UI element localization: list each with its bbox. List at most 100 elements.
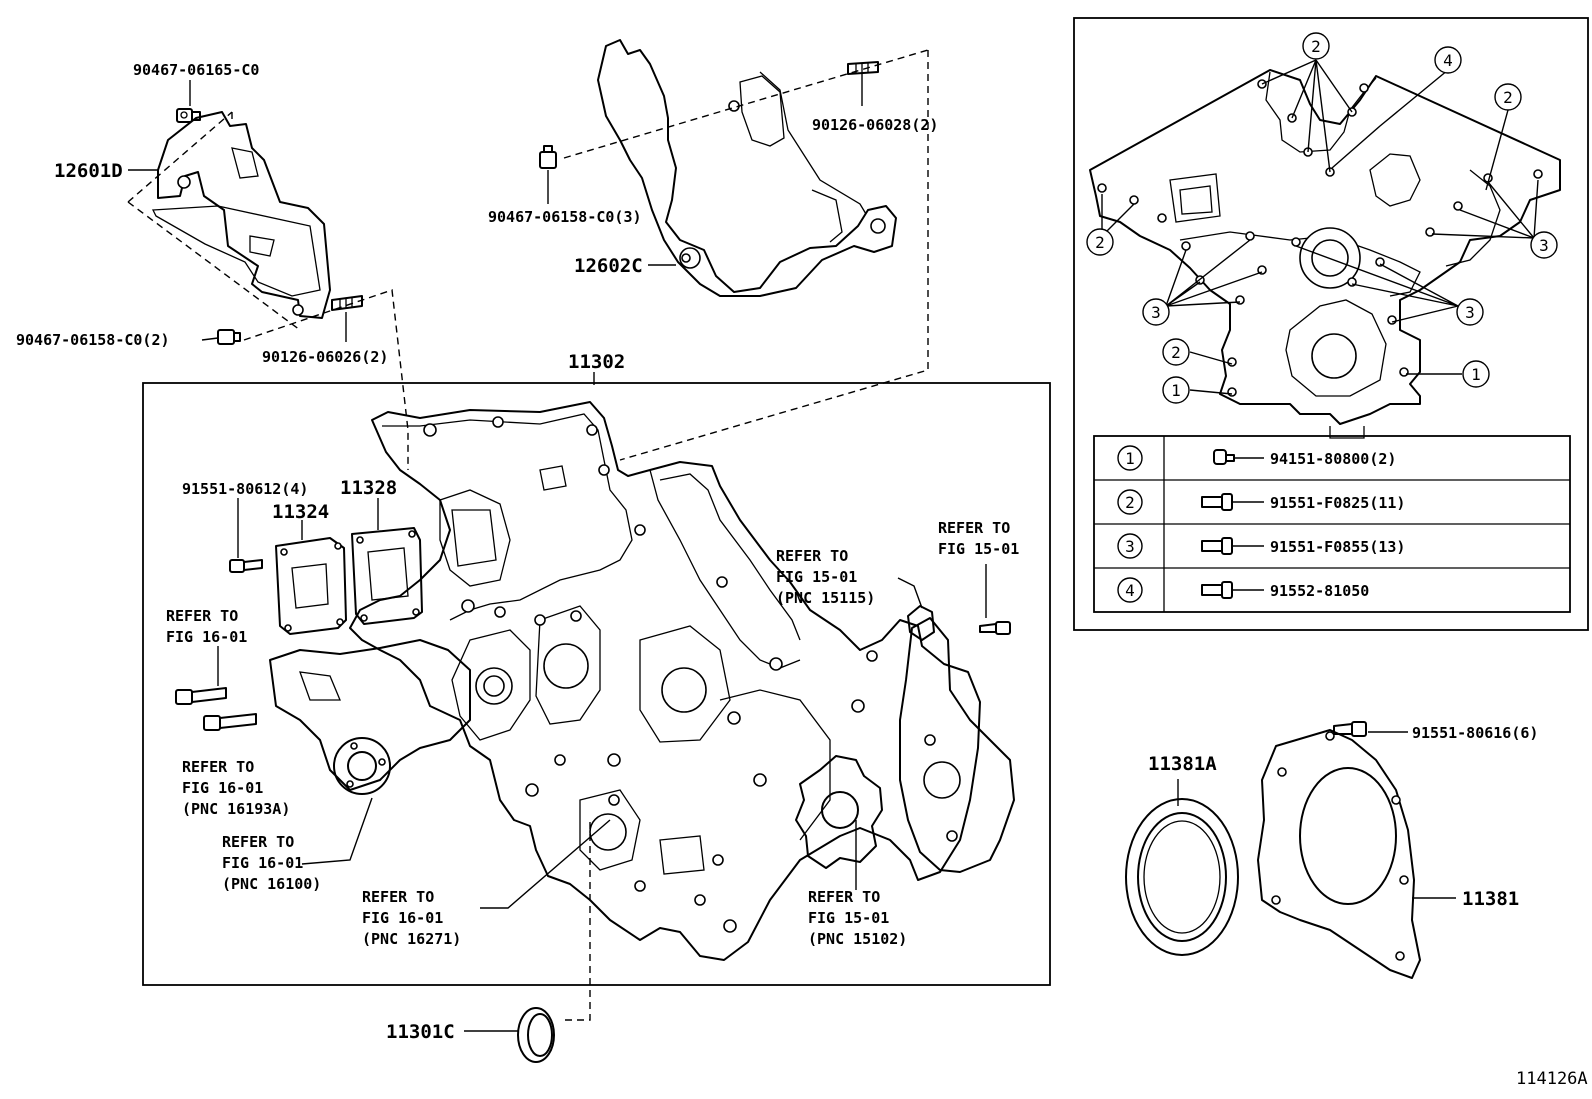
bolt-table-row-1: 1 94151-80800(2) [1117,445,1396,471]
svg-text:2: 2 [1171,343,1181,362]
part-11302-timing-cover [349,401,981,961]
svg-text:91551-F0825(11): 91551-F0825(11) [1270,494,1405,512]
inset-border [1073,17,1589,631]
svg-text:FIG 16-01: FIG 16-01 [166,628,247,646]
callout-2-top: 2 [1302,32,1330,60]
inset-leaders [1101,59,1539,395]
label-11301c: 11301C [386,1021,455,1043]
callout-2-left: 2 [1086,228,1114,256]
svg-text:94151-80800(2): 94151-80800(2) [1270,450,1396,468]
callout-1-right: 1 [1462,360,1490,388]
svg-text:REFER TO: REFER TO [938,519,1010,537]
bolt-icon [1201,493,1233,511]
svg-text:3: 3 [1125,537,1135,556]
callout-2-right: 2 [1494,83,1522,111]
svg-text:REFER TO: REFER TO [808,888,880,906]
label-12602c: 12602C [574,255,643,277]
bolt-icon [1201,581,1233,599]
svg-text:(PNC 16271): (PNC 16271) [362,930,461,948]
svg-text:3: 3 [1539,236,1549,255]
svg-text:FIG 16-01: FIG 16-01 [182,779,263,797]
svg-text:FIG 15-01: FIG 15-01 [808,909,889,927]
part-11324-gasket [275,537,347,635]
part-11381-seal-retainer [1257,729,1421,979]
label-11381: 11381 [1462,888,1519,910]
svg-text:REFER TO: REFER TO [222,833,294,851]
label-91551-80616: 91551-80616(6) [1412,724,1538,742]
ref-fig15-pnc15102: REFER TO FIG 15-01 (PNC 15102) [808,888,907,948]
bolt-table: 1 94151-80800(2) 2 91551-F0825(11) 3 915… [1093,435,1571,613]
svg-text:FIG 15-01: FIG 15-01 [938,540,1019,558]
oil-pump-rotor [795,755,883,869]
leader-lines [128,74,1456,1032]
svg-text:(PNC 16193A): (PNC 16193A) [182,800,290,818]
svg-text:91552-81050: 91552-81050 [1270,582,1369,600]
svg-text:REFER TO: REFER TO [182,758,254,776]
label-90126-06026: 90126-06026(2) [262,348,388,366]
svg-text:2: 2 [1125,493,1135,512]
part-11381a-oil-seal [1125,798,1239,956]
svg-text:2: 2 [1095,233,1105,252]
figure-id: 114126A [1516,1069,1588,1089]
bolt-waterpump-lower [203,713,257,731]
ref-fig16-pnc16193a: REFER TO FIG 16-01 (PNC 16193A) [182,758,290,818]
label-11324: 11324 [272,501,329,523]
svg-text:REFER TO: REFER TO [776,547,848,565]
svg-text:(PNC 15115): (PNC 15115) [776,589,875,607]
callout-1-left: 1 [1162,376,1190,404]
svg-text:2: 2 [1311,37,1321,56]
inset-callouts: 2 4 2 2 3 3 3 2 1 1 [1086,32,1558,404]
inset-panel: 2 4 2 2 3 3 3 2 1 1 1 94151-80800(2) [1073,17,1589,631]
label-11381a: 11381A [1148,753,1217,775]
part-labels: 90467-06165-C0 12601D 90467-06158-C0(2) … [16,61,1538,1043]
label-91551-80612: 91551-80612(4) [182,480,308,498]
oil-pump-body [899,605,1015,873]
bolt-91551-80616 [1333,721,1367,737]
part-11328-gasket [351,527,423,625]
callout-3-right-top: 3 [1530,231,1558,259]
svg-text:4: 4 [1443,51,1453,70]
reference-notes: REFER TO FIG 16-01 REFER TO FIG 16-01 (P… [166,519,1019,948]
bolt-waterpump-upper [175,687,227,705]
callout-4: 4 [1434,46,1462,74]
svg-text:REFER TO: REFER TO [362,888,434,906]
bolt-oilpump-right [979,621,1011,635]
svg-text:FIG 16-01: FIG 16-01 [362,909,443,927]
svg-text:4: 4 [1125,581,1135,600]
bolt-icon [1201,537,1233,555]
part-12601d-shield [151,111,331,319]
svg-text:3: 3 [1151,303,1161,322]
ref-fig16-pnc16100: REFER TO FIG 16-01 (PNC 16100) [222,833,321,893]
ref-fig15-pnc15115: REFER TO FIG 15-01 (PNC 15115) [776,547,875,607]
svg-text:3: 3 [1465,303,1475,322]
ref-fig16-upper: REFER TO FIG 16-01 [166,607,247,646]
bolt-flange-icon [1213,449,1235,465]
svg-text:1: 1 [1471,365,1481,384]
svg-text:FIG 15-01: FIG 15-01 [776,568,857,586]
svg-text:1: 1 [1171,381,1181,400]
svg-text:(PNC 15102): (PNC 15102) [808,930,907,948]
assembly-lines [127,49,929,1021]
label-11302: 11302 [568,351,625,373]
water-pump [269,639,471,795]
ref-fig16-pnc16271: REFER TO FIG 16-01 (PNC 16271) [362,888,461,948]
bolt-table-row-4: 4 91552-81050 [1117,577,1369,603]
svg-text:(PNC 16100): (PNC 16100) [222,875,321,893]
label-90467-06165: 90467-06165-C0 [133,61,259,79]
label-12601d: 12601D [54,160,123,182]
svg-text:1: 1 [1125,449,1135,468]
svg-text:REFER TO: REFER TO [166,607,238,625]
bolt-table-row-3: 3 91551-F0855(13) [1117,533,1405,559]
ref-fig15-right: REFER TO FIG 15-01 [938,519,1019,558]
callout-3-right: 3 [1456,298,1484,326]
nut-90467-06158-left [217,329,241,345]
svg-text:2: 2 [1503,88,1513,107]
stud-90126-06026 [331,295,363,311]
svg-text:91551-F0855(13): 91551-F0855(13) [1270,538,1405,556]
part-12602c-shield [597,39,897,297]
callout-2-lower: 2 [1162,338,1190,366]
label-90467-06158-left: 90467-06158-C0(2) [16,331,170,349]
bolt-table-row-2: 2 91551-F0825(11) [1117,489,1405,515]
bolt-91551-80612 [229,559,263,573]
